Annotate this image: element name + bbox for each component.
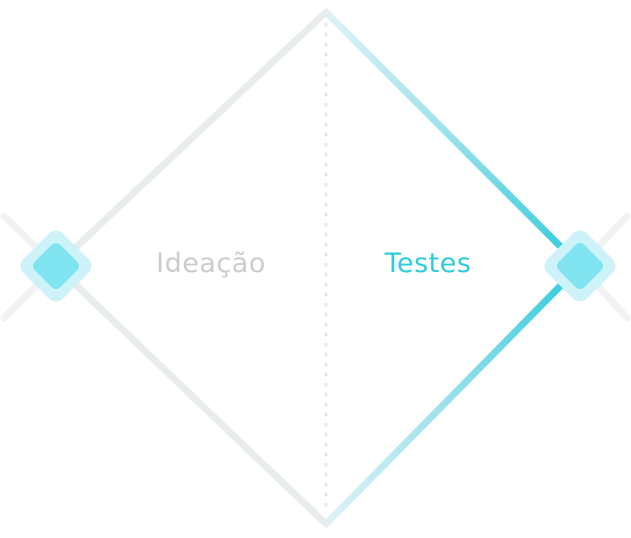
ideation-label: Ideação [156,248,266,279]
testing-label: Testes [384,248,472,279]
top-vertex [322,9,330,17]
left-node [20,230,92,302]
bottom-vertex [322,519,330,527]
right-upper-outline [322,8,584,270]
right-node [544,230,616,302]
right-lower-outline [322,262,584,528]
